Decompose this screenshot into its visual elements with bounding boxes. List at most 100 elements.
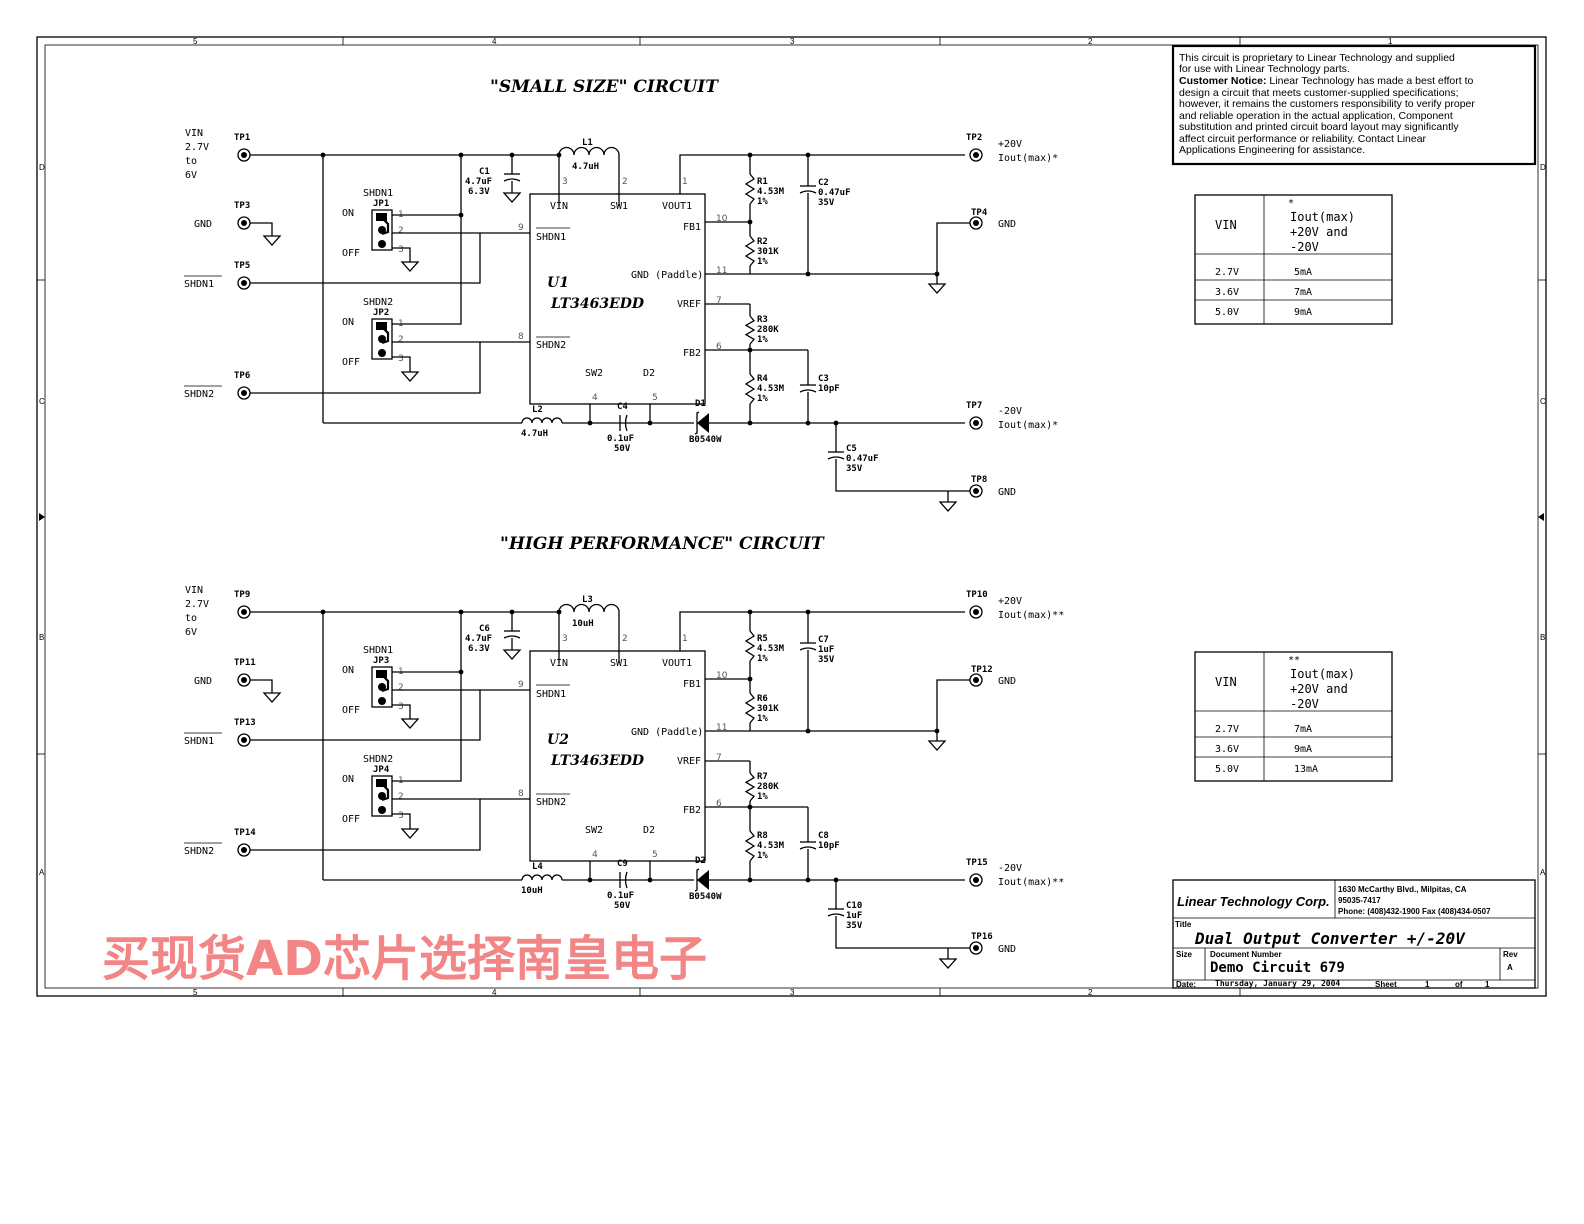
cap-ref: C2 [818, 178, 829, 188]
diode-ref: D2 [695, 856, 706, 866]
ground-symbol [400, 371, 420, 382]
table-footnote-mark: ** [1288, 655, 1300, 666]
pin-number: 6 [716, 342, 722, 352]
pin-number: 9 [518, 223, 524, 233]
cap-value: 0.47uF [818, 188, 851, 198]
jumper-on-label: ON [342, 774, 354, 785]
inductor-value: 4.7uH [572, 162, 599, 172]
ic-pin-label: SHDN1 [536, 232, 566, 243]
capacitor-plate [799, 190, 817, 194]
diode-body [697, 413, 709, 433]
zone-row-label: B [39, 633, 44, 642]
wire [392, 155, 462, 216]
jumper-pin-square [376, 213, 387, 221]
cap-value: 0.1uF [607, 434, 634, 444]
ic-pin-label: D2 [643, 825, 655, 836]
title-label: Title [1175, 920, 1192, 929]
ic-pin-label: D2 [643, 368, 655, 379]
tp-label: TP1 [234, 133, 250, 143]
capacitor-plate [827, 456, 845, 460]
junction-dot [805, 877, 811, 883]
tp-label: TP7 [966, 401, 982, 411]
resistor-ref: R6 [757, 694, 768, 704]
cap-value: 0.47uF [846, 454, 879, 464]
jumper-pin [378, 226, 386, 234]
tp-label: TP5 [234, 261, 250, 271]
resistor-tolerance: 1% [757, 257, 768, 267]
watermark-text: 买现货AD芯片选择南皇电子 [102, 931, 707, 987]
wire [835, 916, 948, 949]
jumper-shunt [381, 328, 390, 345]
ic-pin-label: SW1 [610, 658, 628, 669]
jumper-ref: JP3 [373, 656, 389, 666]
jumper-shunt [381, 219, 390, 236]
ic-pin-label: SW2 [585, 368, 603, 379]
output-label: +20V [998, 596, 1022, 607]
wire [392, 215, 462, 325]
junction-dot [587, 877, 593, 883]
junction-dot [805, 420, 811, 426]
company-name: Linear Technology Corp. [1177, 894, 1330, 909]
junction-dot [458, 669, 464, 675]
pin-number: 7 [716, 296, 722, 306]
ic-pin-label: FB2 [683, 805, 701, 816]
pin-number: 5 [652, 393, 658, 403]
tp-label: TP13 [234, 718, 256, 728]
resistor-zigzag [744, 315, 756, 345]
resistor-tolerance: 1% [757, 335, 768, 345]
cap-value: 0.1uF [607, 891, 634, 901]
tp-label: TP12 [971, 665, 993, 675]
of-label: of [1455, 980, 1463, 989]
zone-row-label: D [39, 163, 45, 172]
jumper-pin [378, 683, 386, 691]
cap-ref: C3 [818, 374, 829, 384]
vin-label: VIN [185, 585, 203, 596]
jumper-pin [378, 806, 386, 814]
cap-voltage: 35V [846, 921, 863, 931]
wire [392, 612, 462, 673]
rev-label: Rev [1503, 950, 1518, 959]
vin-range-max: 6V [185, 170, 197, 181]
rev-value: A [1507, 963, 1513, 972]
pin-number: 3 [562, 177, 568, 187]
sheet-label: Sheet [1375, 980, 1397, 989]
diode-part: B0540W [689, 435, 722, 445]
inductor-ref: L1 [582, 138, 593, 148]
document-number: Demo Circuit 679 [1210, 960, 1345, 976]
outer-border [36, 36, 1547, 997]
resistor-tolerance: 1% [757, 197, 768, 207]
jumper-on-label: ON [342, 665, 354, 676]
zone-col-label: 4 [492, 37, 497, 46]
pin-number: 5 [652, 850, 658, 860]
wire [835, 459, 948, 492]
pin-number: 2 [398, 683, 404, 693]
inductor-ref: L2 [532, 405, 543, 415]
test-point-center [973, 677, 979, 683]
cap-value: 4.7uF [465, 177, 492, 187]
small-size-circuit: "SMALL SIZE" CIRCUITVIN2.7Vto6VTP1TP3GND… [184, 77, 1393, 512]
wire [679, 154, 965, 194]
jumper-shunt [381, 785, 390, 802]
table-footnote-mark: * [1288, 198, 1294, 209]
wire [392, 247, 411, 262]
wire [250, 679, 273, 693]
resistor-tolerance: 1% [757, 714, 768, 724]
tp-label: TP10 [966, 590, 988, 600]
wire [250, 798, 481, 851]
gnd-label: GND [194, 219, 212, 230]
gnd-label: GND [194, 676, 212, 687]
notice-line: for use with Linear Technology parts. [1179, 63, 1350, 75]
ic-pin-label: GND (Paddle) [631, 270, 703, 281]
cap-value: 10pF [818, 384, 840, 394]
vin-range-to: to [185, 613, 197, 624]
pin-number: 2 [622, 634, 628, 644]
cap-voltage: 6.3V [468, 187, 490, 197]
test-point-center [241, 152, 247, 158]
jumper-body [371, 209, 393, 251]
inductor-coil [521, 417, 563, 424]
shdn2-label: SHDN2 [184, 846, 214, 857]
junction-dot [587, 420, 593, 426]
ground-symbol [938, 958, 958, 969]
shdn1-label: SHDN1 [184, 736, 214, 747]
